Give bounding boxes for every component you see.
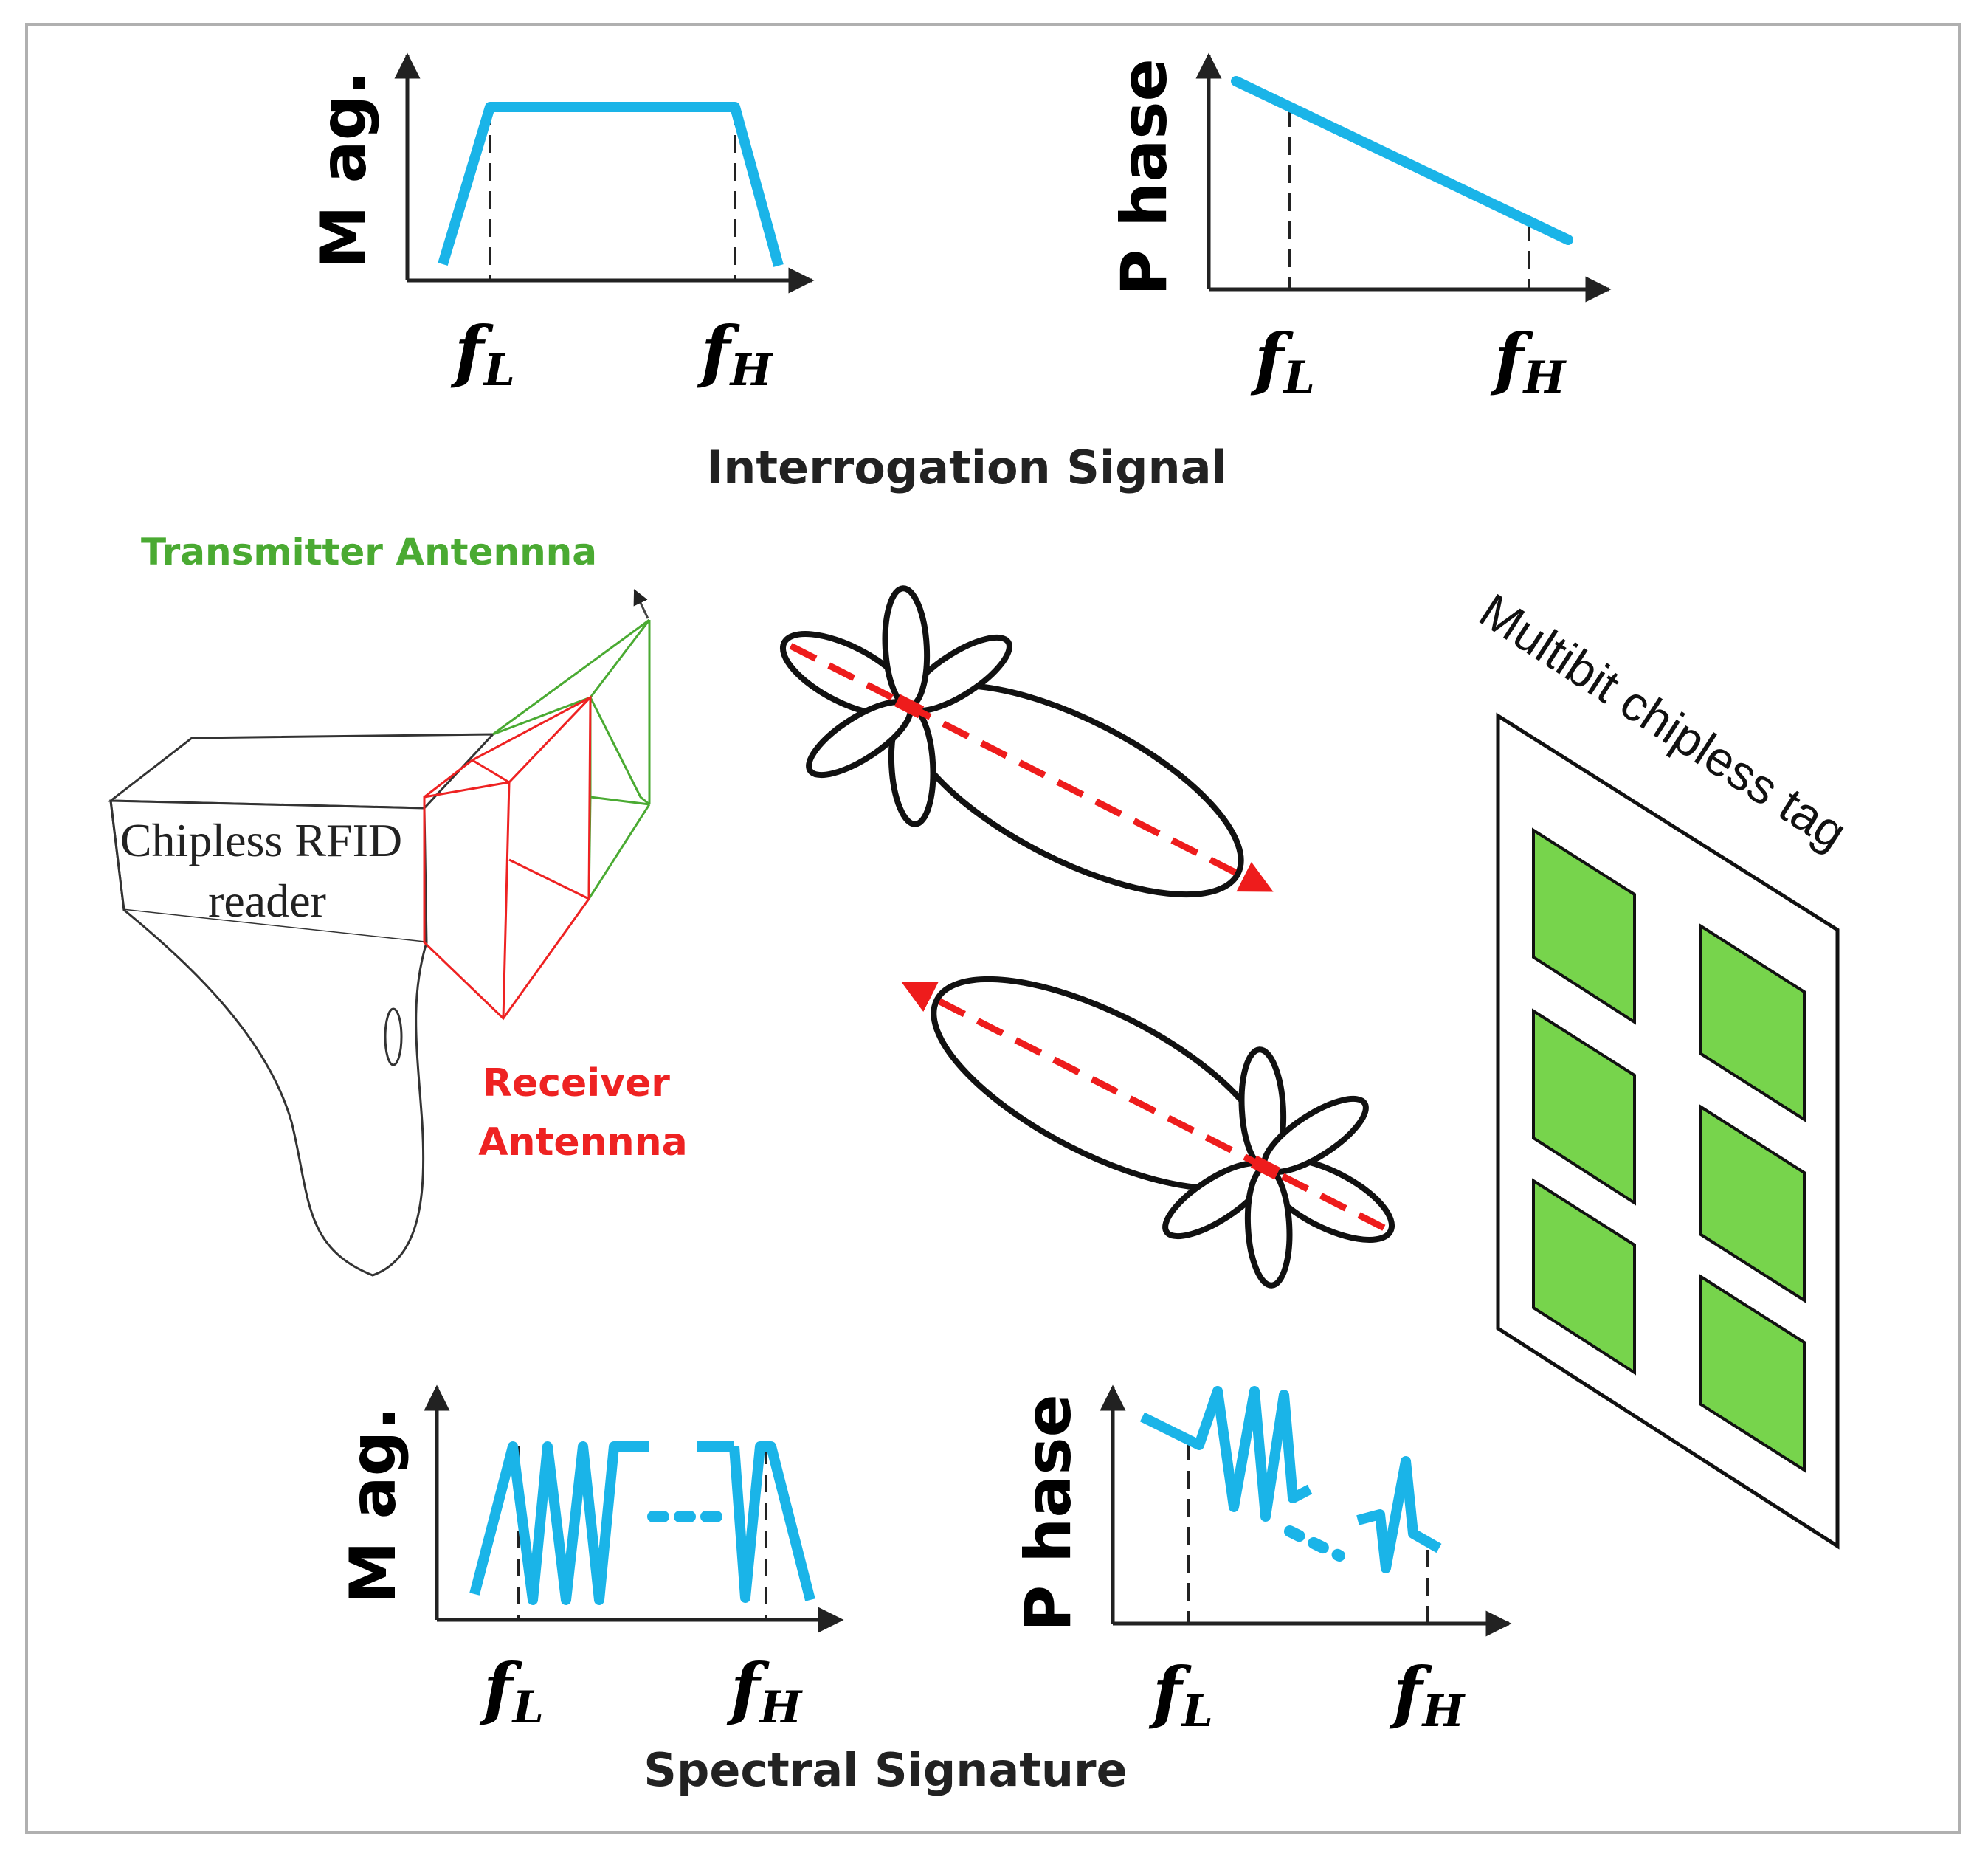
tag-patch [1532, 1178, 1636, 1376]
reader-device-label: Chipless RFID reader [120, 814, 414, 927]
bottom-phase-curve-right [1356, 1456, 1442, 1573]
bottom-phase-fh-label: fH [1389, 1652, 1466, 1737]
bottom-phase-fl-label: fL [1148, 1652, 1213, 1737]
top-phase-axis-label: P hase [1108, 58, 1181, 296]
bottom-magnitude-plot: M ag. fL fH [336, 1384, 844, 1734]
top-mag-fl-label: fL [450, 311, 515, 396]
bottom-mag-axis-label: M ag. [336, 1407, 410, 1604]
bottom-mag-curve-left [469, 1441, 649, 1605]
outgoing-radiation-pattern [779, 585, 1274, 898]
transmitter-antenna-label: Transmitter Antennna [141, 531, 597, 573]
tag-patch [1699, 1104, 1806, 1303]
bottom-mag-fl-label: fL [479, 1649, 544, 1734]
spectral-signature-caption: Spectral Signature [643, 1743, 1127, 1797]
bottom-phase-axis-label: P hase [1012, 1394, 1086, 1632]
receiver-antenna-label: Receiver Antennna [478, 1061, 688, 1165]
reader-handle [123, 908, 428, 1277]
tag-patch [1532, 1008, 1636, 1206]
top-phase-fl-label: fL [1250, 319, 1315, 404]
top-phase-curve [1231, 76, 1573, 245]
rfid-reader: Chipless RFID reader [107, 589, 651, 1277]
reader-trigger [384, 1007, 403, 1066]
top-magnitude-plot: M ag. fL fH [307, 52, 815, 396]
transmitter-beam-arrow [633, 589, 649, 619]
tag-patch [1532, 827, 1636, 1025]
returning-radiation-pattern [901, 976, 1395, 1289]
bottom-phase-plot: P hase fL fH [1012, 1384, 1512, 1737]
bottom-phase-dots [1284, 1525, 1345, 1562]
receiver-antenna [423, 695, 592, 1021]
bottom-mag-curve-right [729, 1441, 815, 1603]
tag-patch [1699, 1274, 1806, 1473]
top-mag-axis-label: M ag. [307, 71, 381, 269]
tag-patches [1532, 827, 1806, 1473]
top-mag-curve [438, 102, 784, 267]
reader-front-edge [109, 800, 125, 911]
tag-patch [1699, 923, 1806, 1122]
bottom-phase-curve-left [1139, 1386, 1313, 1522]
top-phase-plot: P hase fL fH [1108, 52, 1612, 404]
interrogation-signal-caption: Interrogation Signal [706, 441, 1227, 494]
